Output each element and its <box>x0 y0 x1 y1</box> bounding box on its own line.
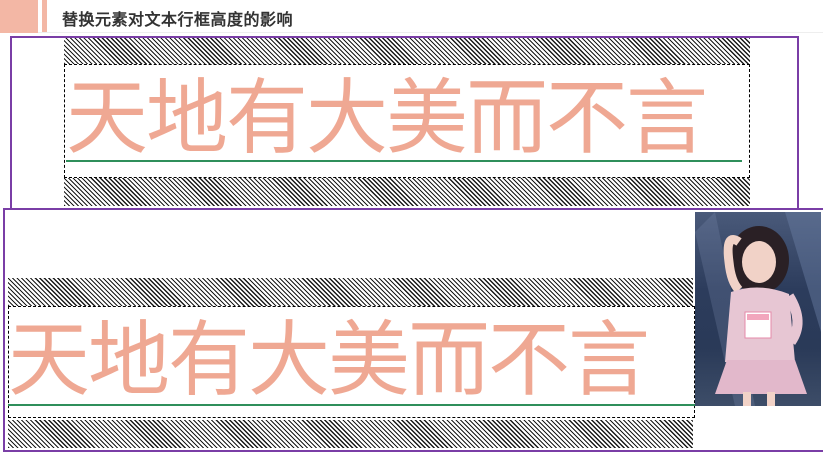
top-line-box-frame <box>64 64 750 178</box>
top-half-leading-upper <box>64 38 750 64</box>
page-title: 替换元素对文本行框高度的影响 <box>62 10 294 29</box>
top-demo-text: 天地有大美而不言 <box>66 71 708 166</box>
bottom-half-leading-lower <box>8 420 693 448</box>
bottom-half-leading-upper <box>8 278 693 306</box>
performer-photo-illustration <box>695 212 821 406</box>
bottom-line-box-frame <box>8 306 695 418</box>
top-baseline <box>66 160 742 162</box>
header-accent-stripe <box>42 0 47 33</box>
header-accent-block <box>0 0 38 33</box>
replaced-element-image <box>695 212 821 406</box>
header-divider <box>38 32 823 33</box>
top-half-leading-lower <box>64 178 750 206</box>
bottom-demo-text: 天地有大美而不言 <box>8 313 650 408</box>
bottom-demo-container <box>3 208 823 452</box>
bottom-baseline <box>8 404 698 406</box>
